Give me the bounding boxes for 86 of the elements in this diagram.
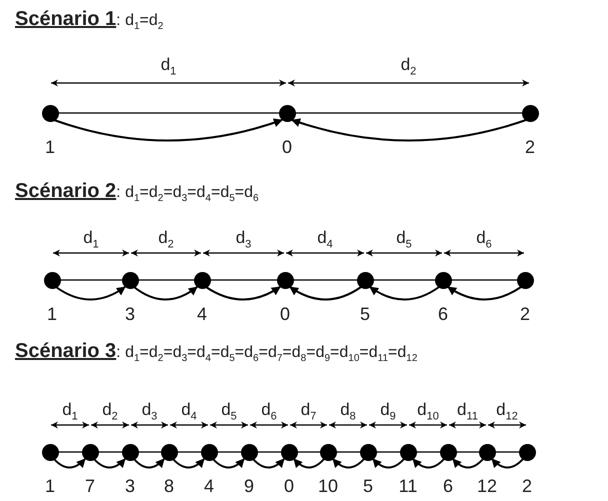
point-number: 2	[522, 477, 532, 495]
curved-arrow	[53, 458, 86, 468]
connecting-line	[60, 279, 122, 281]
point-number: 2	[524, 138, 535, 156]
curved-arrow	[54, 118, 283, 142]
point-number: 7	[84, 477, 95, 495]
connecting-line	[295, 112, 522, 114]
distance-label: d$_{7}$	[300, 400, 316, 422]
point-number: 1	[46, 305, 57, 323]
distance-label: d$_{10}$	[417, 400, 439, 422]
curved-arrow	[133, 458, 165, 468]
point-number: 6	[442, 477, 453, 495]
scenario-heading: Scénario 1: d$_{1}$=d$_{2}$	[15, 8, 164, 32]
connecting-line	[210, 279, 277, 281]
distance-label: d$_{2}$	[102, 400, 118, 422]
connecting-line	[451, 279, 517, 281]
curved-arrow	[332, 458, 365, 468]
curved-arrow	[212, 458, 245, 468]
connecting-line	[177, 451, 201, 453]
connecting-line	[58, 112, 279, 114]
distance-label: d$_{4}$	[317, 228, 333, 250]
curved-arrow	[452, 458, 484, 468]
scenario-heading: Scénario 2: d$_{1}$=d$_{2}$=d$_{3}$=d$_{4}$=d$_{5}$=d$_{6}$	[15, 180, 259, 204]
curved-arrow	[291, 118, 526, 142]
distance-label: d$_{6}$	[261, 400, 277, 422]
curved-arrow	[172, 458, 205, 468]
curved-arrow	[293, 458, 325, 468]
distance-label: d$_{11}$	[457, 400, 478, 422]
curved-arrow	[372, 458, 405, 468]
distance-label: d$_{1}$	[160, 55, 176, 78]
distance-label: d$_{2}$	[158, 228, 174, 250]
connecting-line	[58, 451, 82, 453]
point-number: 0	[284, 477, 294, 495]
connecting-line	[257, 451, 281, 453]
distance-label: d$_{1}$	[83, 228, 99, 250]
curved-arrow	[289, 286, 362, 300]
curved-arrow	[447, 286, 522, 300]
curved-arrow	[412, 458, 445, 468]
point-number: 6	[438, 305, 448, 323]
point-number: 0	[282, 138, 292, 156]
curved-arrow	[369, 286, 440, 300]
connecting-line	[336, 451, 360, 453]
distance-label: d$_{2}$	[400, 55, 416, 78]
curved-arrow	[133, 286, 198, 300]
point-number: 11	[398, 477, 418, 495]
point-number: 5	[362, 477, 373, 495]
distance-label: d$_{12}$	[496, 400, 518, 422]
distance-label: d$_{3}$	[142, 400, 158, 422]
point-number: 2	[520, 305, 530, 323]
distance-label: d$_{5}$	[221, 400, 237, 422]
connecting-line	[495, 451, 519, 453]
point-number: 1	[44, 477, 55, 495]
distance-label: d$_{6}$	[476, 228, 492, 250]
connecting-line	[456, 451, 479, 453]
distance-label: d$_{8}$	[340, 400, 356, 422]
scenario-heading: Scénario 3: d$_{1}$=d$_{2}$=d$_{3}$=d$_{4}$=d$_{5}$=d$_{6}$=d$_{7}$=d$_{8}$=d$_{9}$=d$_{10}$=d$_{11}$=d$_{12}$	[15, 340, 418, 364]
connecting-line	[217, 451, 241, 453]
connecting-line	[373, 279, 435, 281]
connecting-line	[297, 451, 320, 453]
curved-arrow	[205, 286, 281, 300]
connecting-line	[293, 279, 357, 281]
curved-arrow	[93, 458, 126, 468]
distance-label: d$_{3}$	[236, 228, 252, 250]
curved-arrow	[252, 458, 285, 468]
point-number: 4	[196, 305, 207, 323]
point-number: 0	[280, 305, 290, 323]
distance-label: d$_{5}$	[396, 228, 412, 250]
point-number: 3	[124, 305, 135, 323]
connecting-line	[416, 451, 440, 453]
connecting-line	[376, 451, 400, 453]
point-number: 12	[476, 477, 498, 495]
connecting-line	[138, 279, 194, 281]
point-number: 10	[318, 477, 338, 495]
distance-label: d$_{1}$	[62, 400, 78, 422]
connecting-line	[138, 451, 161, 453]
point-number: 1	[44, 138, 55, 156]
curved-arrow	[55, 286, 126, 300]
curved-arrow	[491, 458, 524, 468]
distance-label: d$_{9}$	[380, 400, 396, 422]
connecting-line	[98, 451, 122, 453]
point-number: 8	[164, 477, 174, 495]
distance-label: d$_{4}$	[181, 400, 197, 422]
point-number: 4	[204, 477, 214, 495]
point-number: 3	[124, 477, 135, 495]
point-number: 5	[360, 305, 370, 323]
point-number: 9	[244, 477, 254, 495]
